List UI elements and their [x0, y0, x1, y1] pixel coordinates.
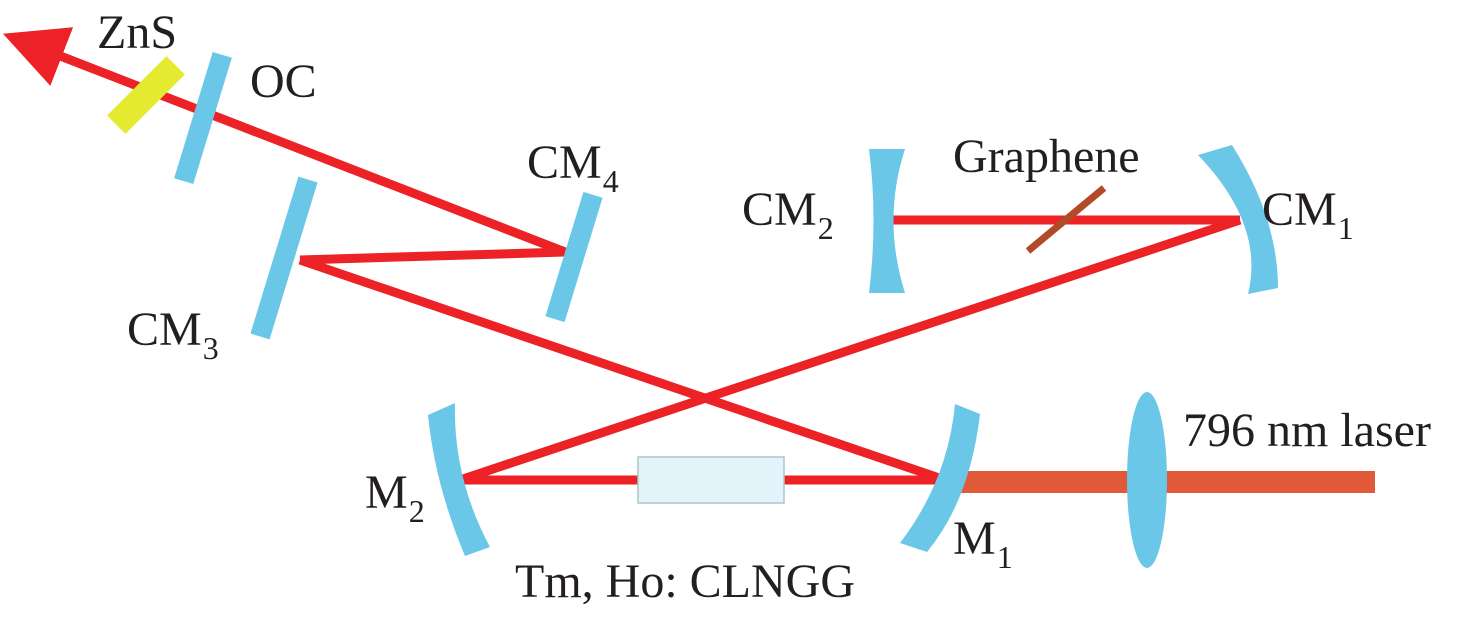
cm4-mirror: [545, 191, 603, 323]
beam-m2-cm1: [458, 215, 1242, 485]
zns-plate: [107, 56, 185, 134]
output-coupler: [174, 51, 232, 185]
label-graphene: Graphene: [953, 130, 1140, 183]
gain-crystal: [637, 456, 785, 504]
pump-lens: [1127, 392, 1167, 568]
label-zns: ZnS: [97, 6, 177, 59]
m2-mirror: [428, 403, 490, 556]
cm1-mirror: [1198, 145, 1278, 294]
graphene-absorber: [1025, 185, 1107, 254]
label-pump-laser: 796 nm laser: [1183, 404, 1431, 457]
output-beam: [3, 27, 567, 257]
cm3-mirror: [250, 176, 318, 340]
beam-paths: [3, 27, 1375, 493]
beam-m1-cm3: [298, 255, 947, 485]
label-m1: M1: [953, 512, 1013, 575]
label-cm2: CM2: [742, 183, 834, 246]
label-cm3: CM3: [127, 303, 219, 366]
cm2-mirror: [869, 149, 905, 293]
label-cm1: CM1: [1262, 183, 1354, 246]
label-gain-crystal: Tm, Ho: CLNGG: [515, 555, 855, 608]
m1-mirror: [900, 404, 980, 552]
labels: ZnS OC CM4 CM2 Graphene CM1 CM3 796 nm l…: [97, 6, 1431, 608]
label-m2: M2: [365, 466, 425, 529]
label-oc: OC: [250, 55, 317, 108]
beam-cm3-cm4: [299, 247, 566, 265]
optical-components: [107, 51, 1278, 568]
label-cm4: CM4: [527, 136, 619, 199]
